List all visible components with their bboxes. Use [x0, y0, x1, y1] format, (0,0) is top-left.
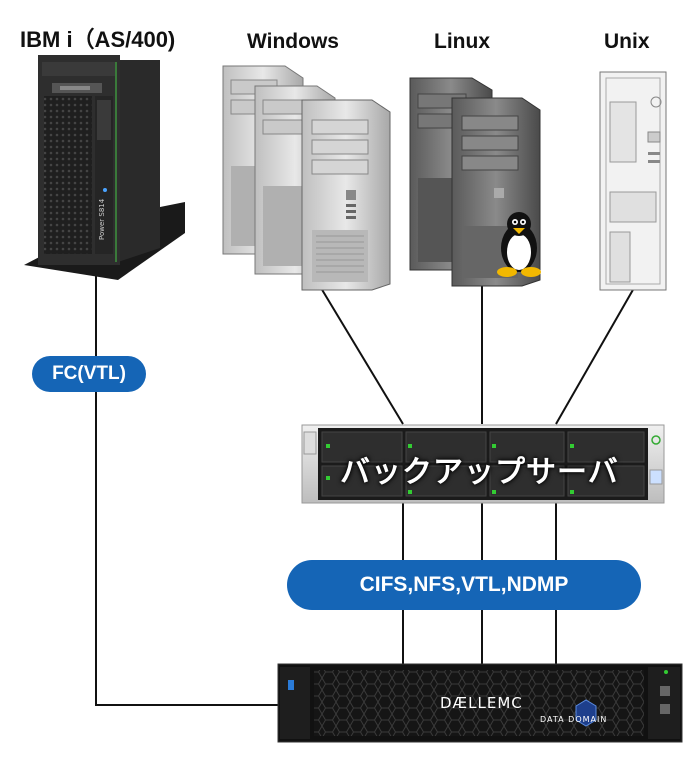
protocols-badge: CIFS,NFS,VTL,NDMP: [287, 560, 641, 610]
backup-server-icon: [301, 424, 665, 504]
fc-vtl-badge: FC(VTL): [32, 356, 146, 392]
windows-pc-icon: [222, 65, 391, 291]
windows-label: Windows: [247, 30, 339, 53]
linux-pc-icon: [409, 77, 541, 287]
storage-sub-label: DATA DOMAIN: [540, 715, 608, 724]
storage-brand-label: DÆLLEMC: [440, 694, 523, 712]
linux-label: Linux: [434, 30, 490, 53]
unix-pc-icon: [599, 71, 667, 291]
unix-label: Unix: [604, 30, 650, 53]
ibmi-model-text: Power S814: [98, 198, 106, 240]
data-domain-storage-icon: [277, 663, 683, 743]
fc-line: [95, 260, 278, 706]
unix-line: [555, 287, 635, 425]
backup-server-label: バックアップサーバ: [340, 455, 619, 490]
tux-penguin-icon: [497, 212, 541, 277]
ibmi-label: IBM i（AS/400): [20, 27, 176, 52]
windows-line: [317, 282, 404, 425]
ibmi-server-icon: Power S814: [24, 55, 185, 280]
